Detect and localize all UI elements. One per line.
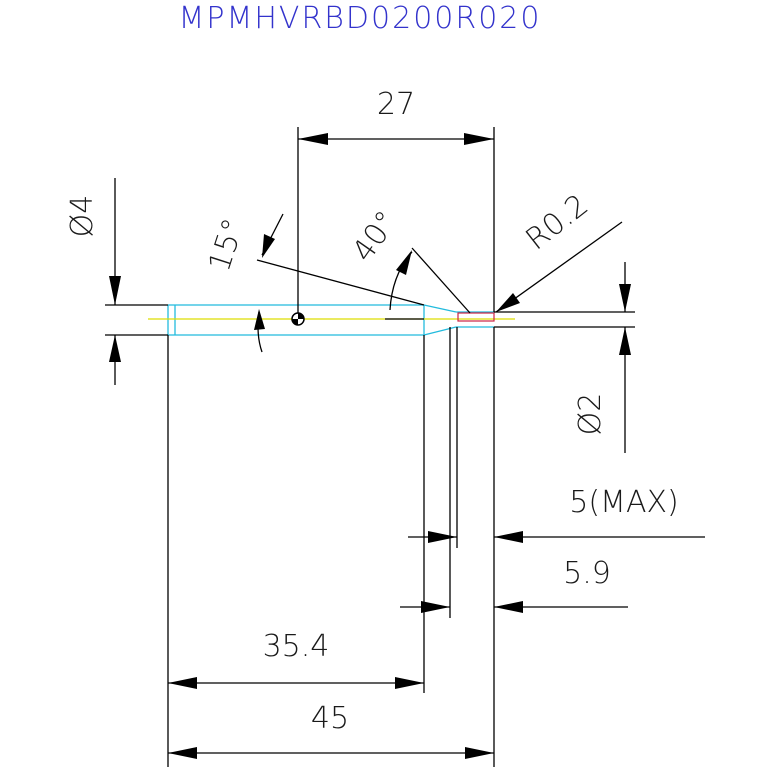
- dimension-27: 27: [377, 87, 415, 122]
- dimension-35-4: 35.4: [263, 629, 330, 664]
- dimension-angle-15: 15°: [202, 214, 252, 275]
- dimension-angle-40: 40°: [346, 205, 405, 269]
- dimension-diameter-4: Ø4: [65, 195, 100, 238]
- dimension-45: 45: [311, 701, 349, 736]
- part-number-title: MPMHVRBD0200R020: [179, 1, 542, 36]
- dimension-5-max: 5(MAX): [569, 485, 678, 520]
- dimension-5-9: 5.9: [563, 556, 611, 591]
- dimension-lines: [109, 127, 705, 767]
- ball-tip: [457, 312, 495, 322]
- reference-point-icon: [291, 312, 305, 326]
- dimension-radius: R0.2: [519, 188, 595, 258]
- dimension-diameter-2: Ø2: [573, 393, 608, 436]
